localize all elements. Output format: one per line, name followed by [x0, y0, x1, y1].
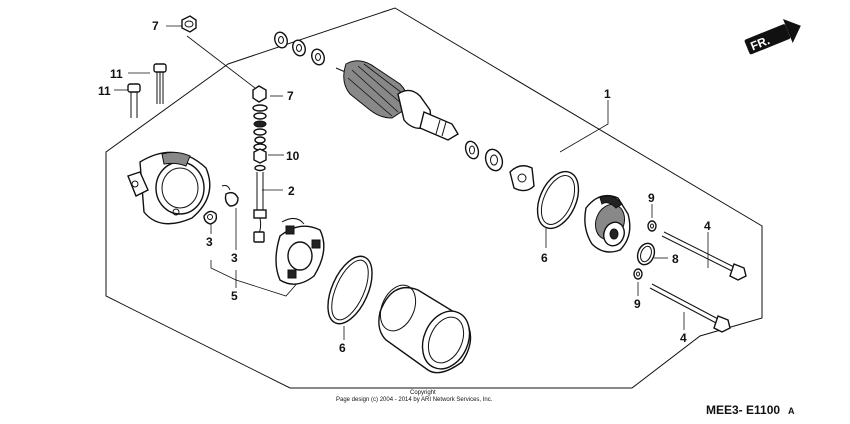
terminal-bolt-2: [253, 172, 267, 243]
callout-6-left: 6: [339, 341, 346, 355]
callout-11-lower: 11: [98, 84, 111, 98]
bolt-11-upper: [153, 63, 167, 104]
callout-6-right: 6: [541, 251, 548, 265]
direction-badge: FR.: [744, 18, 801, 55]
motor-case: [378, 284, 472, 374]
callout-1: 1: [604, 87, 611, 101]
diagram-code: MEE3- E1100: [706, 403, 780, 417]
terminal-hardware-stack: [252, 85, 268, 172]
brush-spring-3-right: [221, 185, 239, 207]
nut-7-top: [181, 15, 197, 33]
o-ring-8: [636, 242, 656, 266]
copyright-line-2: Page design (c) 2004 - 2014 by ARI Netwo…: [336, 397, 493, 403]
brush-spring-3-left: [203, 210, 218, 225]
direction-label: FR.: [748, 33, 771, 53]
clip-plate: [509, 165, 535, 192]
callout-8: 8: [672, 252, 679, 266]
callout-11-upper: 11: [110, 67, 123, 81]
footer: Copyright Page design (c) 2004 - 2014 by…: [336, 390, 795, 417]
o-ring-6-left: [327, 255, 373, 325]
through-bolt-4-lower: [649, 283, 731, 333]
callout-labels: 1 2 3 3 4 4 5 6 6 7 7 8 9 9 10 11 11: [98, 19, 711, 355]
shaft-washers: [464, 140, 504, 172]
assembly-frame: [105, 7, 763, 389]
front-cover: [584, 194, 631, 253]
copyright-line-1: Copyright: [410, 390, 436, 396]
callout-3-left: 3: [206, 235, 213, 249]
brush-holder-5: [275, 218, 325, 285]
diagram-code-suffix: A: [788, 406, 795, 416]
armature: [335, 60, 459, 141]
o-ring-6-right: [536, 170, 580, 230]
callout-2: 2: [288, 184, 295, 198]
rear-cover: [127, 151, 211, 225]
callout-4-lower: 4: [680, 331, 687, 345]
callout-5: 5: [231, 289, 238, 303]
through-bolt-4-upper: [661, 231, 747, 281]
armature-washers: [274, 31, 325, 66]
washer-9-lower: [633, 268, 643, 280]
bolt-11-lower: [127, 83, 141, 118]
washer-9-upper: [647, 220, 657, 232]
leader-lines: [114, 25, 709, 340]
callout-7-top: 7: [152, 19, 159, 33]
callout-10: 10: [286, 149, 300, 163]
callout-4-upper: 4: [704, 219, 711, 233]
callout-9-lower: 9: [634, 297, 641, 311]
callout-3-right: 3: [231, 251, 238, 265]
callout-9-upper: 9: [648, 191, 655, 205]
callout-7-stack: 7: [287, 89, 294, 103]
